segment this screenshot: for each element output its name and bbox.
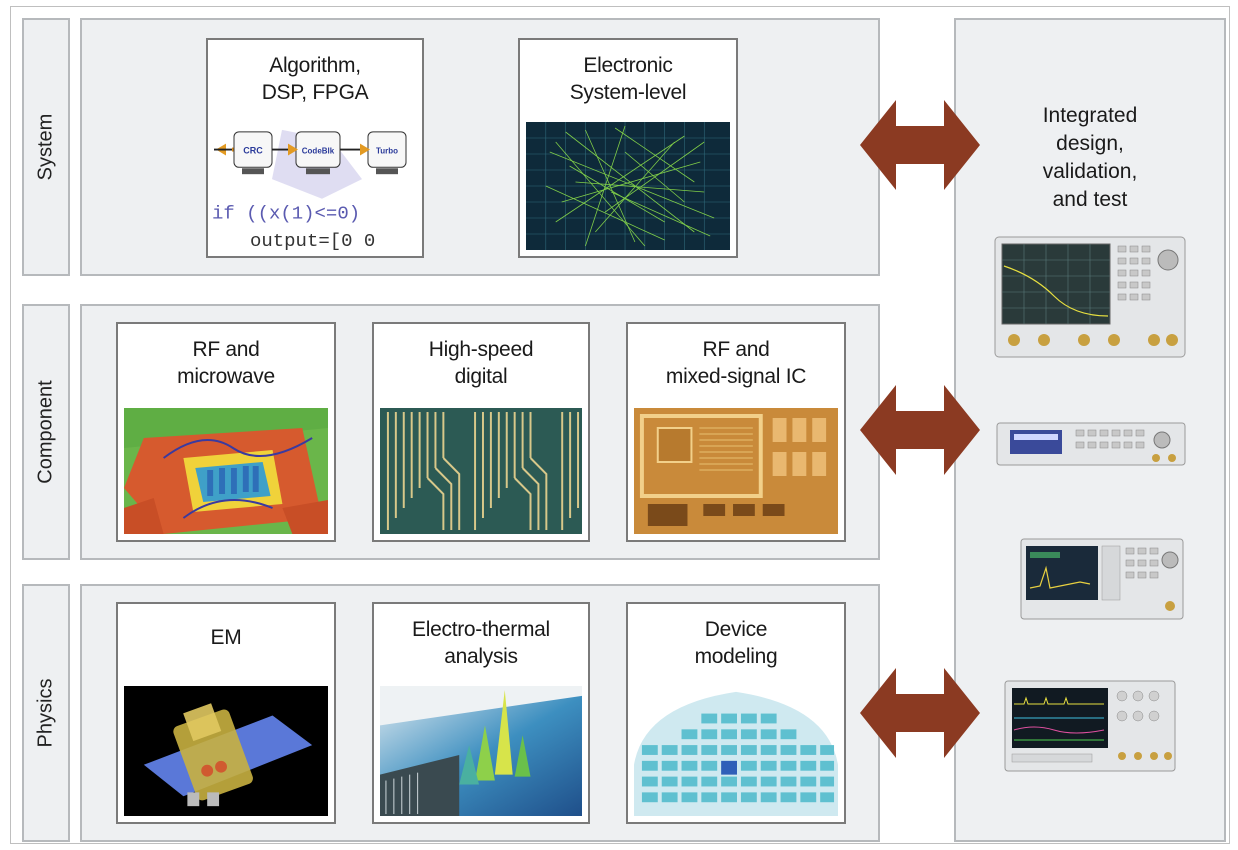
network-analyzer-icon (994, 236, 1186, 358)
signal-analyzer-icon (1020, 538, 1184, 620)
algorithm-image: CRC CodeBlk Turbo if ((x(1)<=0) output=[… (212, 120, 418, 252)
test-panel-title: Integrated design, validation, and test (1042, 104, 1138, 211)
row-label-system-text: System (34, 113, 57, 181)
card-esl-title: Electronic System-level (569, 54, 687, 104)
rf-ic-image (634, 408, 838, 534)
card-rf-microwave-title: RF and microwave (177, 338, 275, 388)
row-label-system: System (22, 18, 70, 276)
card-em-title: EM (210, 626, 242, 649)
block-crc: CRC (243, 146, 263, 156)
card-high-speed-digital-title: High-speed digital (428, 338, 534, 388)
card-high-speed-digital: High-speed digital (372, 322, 590, 542)
card-em: EM (116, 602, 336, 824)
code-line-2: output=[0 0 (250, 230, 375, 252)
card-algorithm-title: Algorithm, DSP, FPGA (261, 54, 369, 104)
card-rf-mixed-signal-ic: RF and mixed-signal IC (626, 322, 846, 542)
signal-generator-icon (996, 422, 1186, 466)
esl-image (526, 122, 730, 250)
double-arrow-icon (860, 100, 980, 190)
high-speed-digital-image (380, 408, 582, 534)
card-device-modeling: Device modeling (626, 602, 846, 824)
block-turbo: Turbo (376, 147, 398, 156)
card-electro-thermal: Electro-thermal analysis (372, 602, 590, 824)
row-label-component: Component (22, 304, 70, 560)
card-rf-microwave: RF and microwave (116, 322, 336, 542)
diagram-frame (10, 6, 1230, 844)
system-panel (80, 18, 880, 276)
card-rf-mixed-signal-ic-title: RF and mixed-signal IC (665, 338, 807, 388)
card-algorithm: Algorithm, DSP, FPGA CRC CodeBlk Turbo i… (206, 38, 424, 258)
card-device-modeling-title: Device modeling (694, 618, 778, 668)
row-label-component-text: Component (34, 380, 57, 484)
em-image (124, 686, 328, 816)
card-electro-thermal-title: Electro-thermal analysis (412, 618, 550, 668)
double-arrow-icon (860, 385, 980, 475)
rf-microwave-image (124, 408, 328, 534)
row-label-physics: Physics (22, 584, 70, 842)
card-esl: Electronic System-level (518, 38, 738, 258)
device-modeling-image (634, 686, 838, 816)
electro-thermal-image (380, 686, 582, 816)
double-arrow-icon (860, 668, 980, 758)
row-label-physics-text: Physics (34, 678, 57, 748)
block-codeblk: CodeBlk (302, 147, 335, 156)
code-line-1: if ((x(1)<=0) (212, 203, 360, 225)
oscilloscope-icon (1004, 680, 1176, 772)
